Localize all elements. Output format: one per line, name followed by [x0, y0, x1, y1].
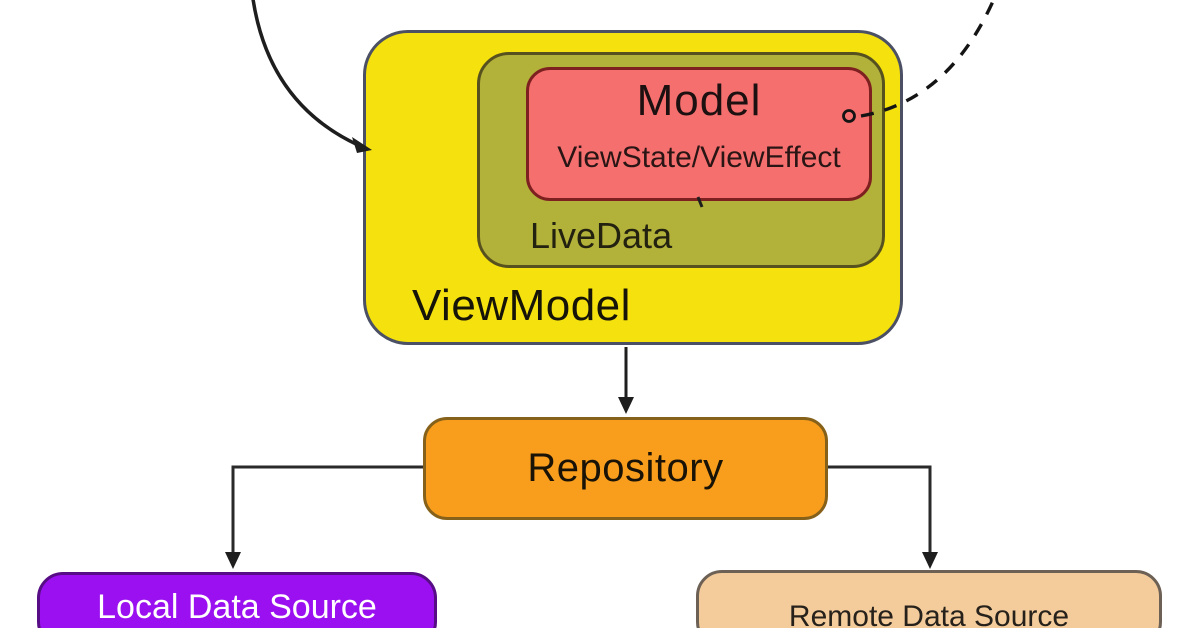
local-data-source-label: Local Data Source [97, 588, 377, 626]
model-subtitle: ViewState/ViewEffect [557, 141, 841, 174]
model-box: Model ViewState/ViewEffect [526, 67, 872, 201]
model-title: Model [636, 76, 762, 125]
repository-box: Repository [423, 417, 828, 520]
remote-data-source-box: Remote Data Source [696, 570, 1162, 628]
repository-label: Repository [527, 446, 724, 490]
curved-arrow-into-viewmodel [251, 0, 372, 153]
remote-data-source-label: Remote Data Source [788, 600, 1070, 628]
arrow-viewmodel-to-repository [618, 347, 634, 414]
elbow-arrow-to-remote [828, 465, 938, 569]
local-data-source-box: Local Data Source [37, 572, 437, 628]
viewmodel-label: ViewModel [412, 281, 631, 330]
elbow-arrow-to-local [225, 465, 423, 569]
livedata-label: LiveData [530, 215, 673, 256]
